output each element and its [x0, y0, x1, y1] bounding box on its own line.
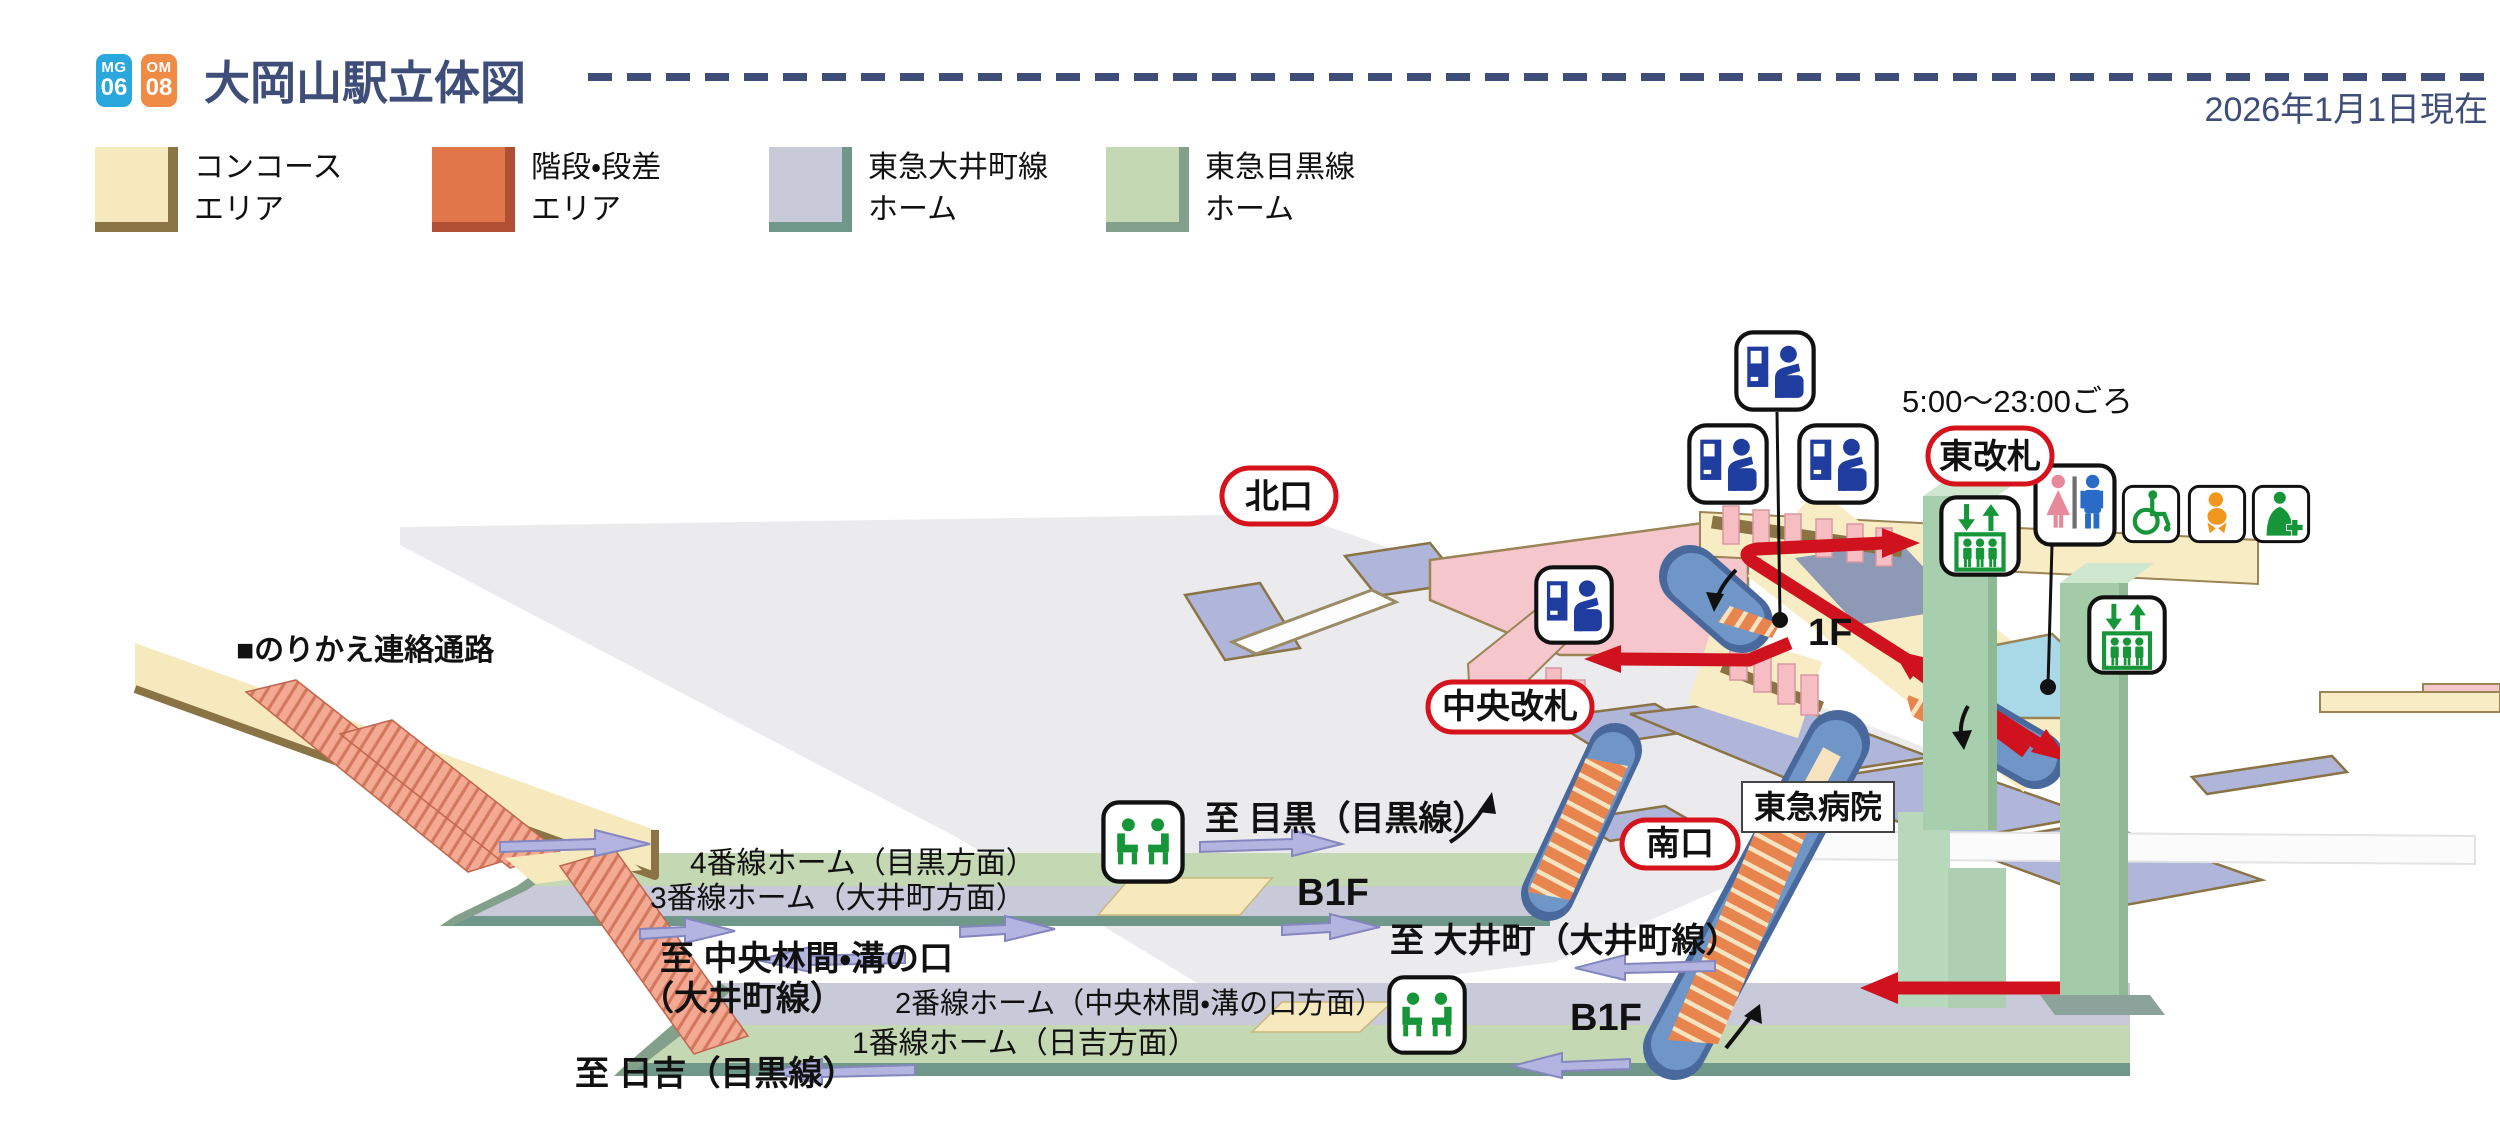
- platform3-label: 3番線ホーム（大井町方面）: [650, 882, 1026, 915]
- arrow-left-to-hiyoshi-2: [1511, 1051, 1631, 1080]
- legend-item-concourse: コンコースエリア: [95, 147, 343, 232]
- platform-landings: [1096, 877, 1394, 1033]
- hospital-label: 東急病院: [1741, 781, 1895, 833]
- toilet-icon: [2036, 466, 2115, 545]
- connector-dot-ticket: [1772, 612, 1788, 628]
- page-header: MG 06 OM 08 大岡山駅立体図: [96, 50, 526, 110]
- waiting-room-icon: [1103, 802, 1182, 881]
- badge-line-code: MG: [101, 59, 127, 76]
- ticket-machine-icon: [1799, 425, 1876, 502]
- badge-line-code: OM: [146, 59, 172, 76]
- legend-swatch: [769, 147, 852, 232]
- legend-swatch: [95, 147, 178, 232]
- small-black-arrowheads: [1478, 592, 1972, 1024]
- ticket-machine-icon: [1736, 332, 1813, 409]
- to-hiyoshi-label: 至 日吉（目黒線）: [575, 1054, 856, 1093]
- stairs-south-gate: [1521, 723, 1642, 921]
- legend-label: 東急大井町線: [868, 151, 1048, 184]
- arrow-right-p4-left: [499, 828, 651, 858]
- arrow-right-to-oimachi: [1281, 912, 1381, 941]
- waiting-room-icon: [1389, 977, 1464, 1052]
- platform4-label: 4番線ホーム（目黒方面）: [690, 847, 1036, 880]
- elevator-icon: [2089, 597, 2164, 672]
- to-oimachi-label: 至 大井町（大井町線）: [1390, 921, 1739, 960]
- arrow-right-to-meguro: [1199, 828, 1346, 858]
- to-meguro-label: 至 目黒（目黒線）: [1205, 799, 1486, 838]
- arrow-right-p3-mid: [959, 914, 1056, 943]
- ticket-machine-icon: [1536, 567, 1611, 642]
- legend-swatch: [1106, 147, 1189, 232]
- icon-connector-lines: [1775, 411, 2054, 686]
- svg-text:東急病院: 東急病院: [1754, 789, 1882, 825]
- svg-text:中央改札: 中央改札: [1442, 688, 1578, 726]
- svg-text:東改札: 東改札: [1939, 438, 2041, 476]
- ticket-machine-icon: [1689, 425, 1766, 502]
- arrow-right-p3-left: [639, 916, 736, 945]
- north-exit-badge: 北口: [1219, 465, 1339, 527]
- arrow-left-chuorinkan-1: [756, 945, 906, 974]
- svg-text:北口: 北口: [1245, 478, 1313, 516]
- train-direction-arrows: [499, 828, 1716, 1086]
- legend-label: 階段・段差: [531, 151, 662, 184]
- connector-dot-toilet: [2040, 679, 2056, 695]
- svg-text:南口: 南口: [1646, 825, 1714, 863]
- legend-item-stairs: 階段・段差エリア: [432, 147, 661, 232]
- care-room-icon: [2251, 484, 2311, 544]
- to-chuorinkan-label-1: 至 中央林間・溝の口: [660, 940, 953, 978]
- legend-item-meguro-platform: 東急目黒線ホーム: [1106, 147, 1355, 232]
- legend-swatch: [432, 147, 515, 232]
- floor-1f-label: 1F: [1808, 612, 1852, 654]
- to-chuorinkan-label-2: （大井町線）: [640, 979, 844, 1018]
- platform1-label: 1番線ホーム（日吉方面）: [852, 1027, 1198, 1060]
- east-gate-badge: 東改札: [1925, 425, 2055, 487]
- wheelchair-icon: [2123, 486, 2178, 541]
- title-divider: [588, 73, 2486, 81]
- floor-b1f-lower-label: B1F: [1570, 997, 1642, 1039]
- legend-label: 東急目黒線: [1205, 151, 1355, 184]
- legend-item-oimachi-platform: 東急大井町線ホーム: [769, 147, 1048, 232]
- platform2-label: 2番線ホーム（中央林間・溝の口方面）: [895, 987, 1384, 1020]
- badge-line-number: 06: [100, 74, 128, 101]
- transfer-corridor-label: ■のりかえ連絡通路: [236, 634, 495, 667]
- legend-label: コンコース: [194, 151, 343, 184]
- as-of-date: 2026年1月1日現在: [2204, 91, 2488, 129]
- badge-line-number: 08: [145, 74, 173, 101]
- baby-care-icon: [2187, 484, 2247, 544]
- line-badge-mg06: MG 06: [96, 53, 132, 107]
- north-street-structures: [1182, 541, 1465, 662]
- arrow-left-chuorinkan-2: [1574, 953, 1716, 982]
- east-gate-hours: 5:00～23:00ごろ: [1902, 384, 2133, 419]
- page-title: 大岡山駅立体図: [204, 57, 526, 109]
- line-badge-om08: OM 08: [141, 53, 177, 107]
- central-gate-badge: 中央改札: [1425, 679, 1595, 735]
- floor-b1f-upper-label: B1F: [1297, 872, 1369, 914]
- elevator-icon: [1941, 497, 2018, 574]
- arrow-left-to-hiyoshi-1: [769, 1057, 916, 1086]
- south-exit-badge: 南口: [1619, 817, 1741, 871]
